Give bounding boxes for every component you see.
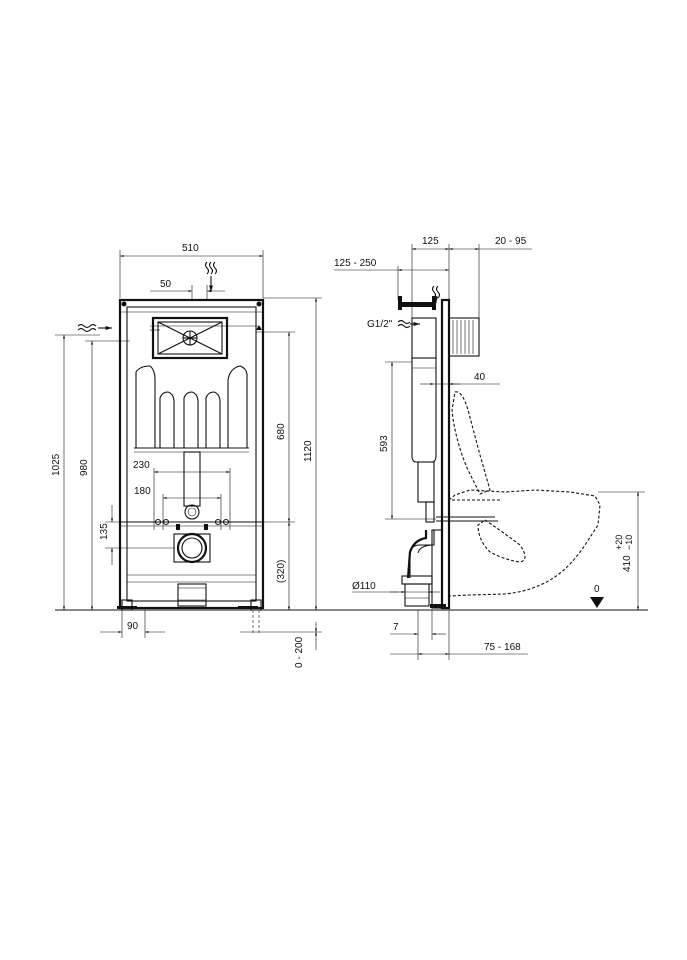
dim-bowl-tol-plus: +20 <box>614 535 624 550</box>
dim-height-1120: 1120 <box>303 440 314 462</box>
flush-pipe <box>183 451 201 507</box>
front-frame-inner <box>126 306 257 602</box>
side-flush-plate <box>448 317 480 357</box>
dim-bowl-height: 410 <box>622 555 633 572</box>
side-frame <box>440 298 451 610</box>
cistern-body <box>135 365 248 448</box>
drain-pipe <box>177 583 207 607</box>
dim-range-75-168: 75 - 168 <box>484 642 521 653</box>
dim-foot-90: 90 <box>127 621 139 632</box>
dim-spacing-180: 180 <box>134 486 151 497</box>
dim-depth-40: 40 <box>474 372 486 383</box>
flush-outlet <box>184 504 200 520</box>
dim-height-980: 980 <box>79 459 90 476</box>
dim-height-135: 135 <box>99 523 110 540</box>
dim-offset-7: 7 <box>393 622 399 633</box>
water-inlet-top-icon <box>204 261 218 292</box>
right-foot <box>250 599 262 611</box>
dim-bowl-tol-minus: −10 <box>624 535 634 550</box>
dim-depth-20-95: 20 - 95 <box>495 236 527 247</box>
toilet-lid <box>451 391 491 495</box>
front-view <box>77 261 265 634</box>
side-view <box>397 285 601 610</box>
dim-height-320: (320) <box>276 560 287 583</box>
dim-spacing-230: 230 <box>133 460 150 471</box>
dim-diameter-110: Ø110 <box>352 581 376 592</box>
dim-height-680: 680 <box>276 423 287 440</box>
water-inlet-icon <box>77 323 112 333</box>
dim-depth-125-250: 125 - 250 <box>334 258 377 269</box>
dim-depth-125: 125 <box>422 236 439 247</box>
toilet-bowl <box>448 489 601 597</box>
flush-plate-opening <box>151 316 229 360</box>
floor-marker-icon <box>590 597 604 608</box>
side-inlet-icon <box>431 285 441 303</box>
side-cistern <box>411 357 437 463</box>
front-frame-outer <box>118 298 265 610</box>
dim-width-510: 510 <box>182 243 199 254</box>
side-dimensions: 125 20 - 95 125 - 250 G1/2" 40 593 Ø110 <box>334 236 645 660</box>
floor-zero-label: 0 <box>594 584 600 595</box>
dim-offset-50: 50 <box>160 279 172 290</box>
supply-thread-label: G1/2" <box>367 319 393 330</box>
dim-height-593: 593 <box>379 435 390 452</box>
front-dimensions: 510 50 1025 980 135 230 180 <box>51 243 322 668</box>
left-foot <box>121 599 133 611</box>
supply-inlet-icon <box>397 319 420 329</box>
dim-height-1025: 1025 <box>51 453 62 476</box>
side-drain-elbow <box>409 530 435 578</box>
dim-foot-adjust: 0 - 200 <box>294 636 305 668</box>
